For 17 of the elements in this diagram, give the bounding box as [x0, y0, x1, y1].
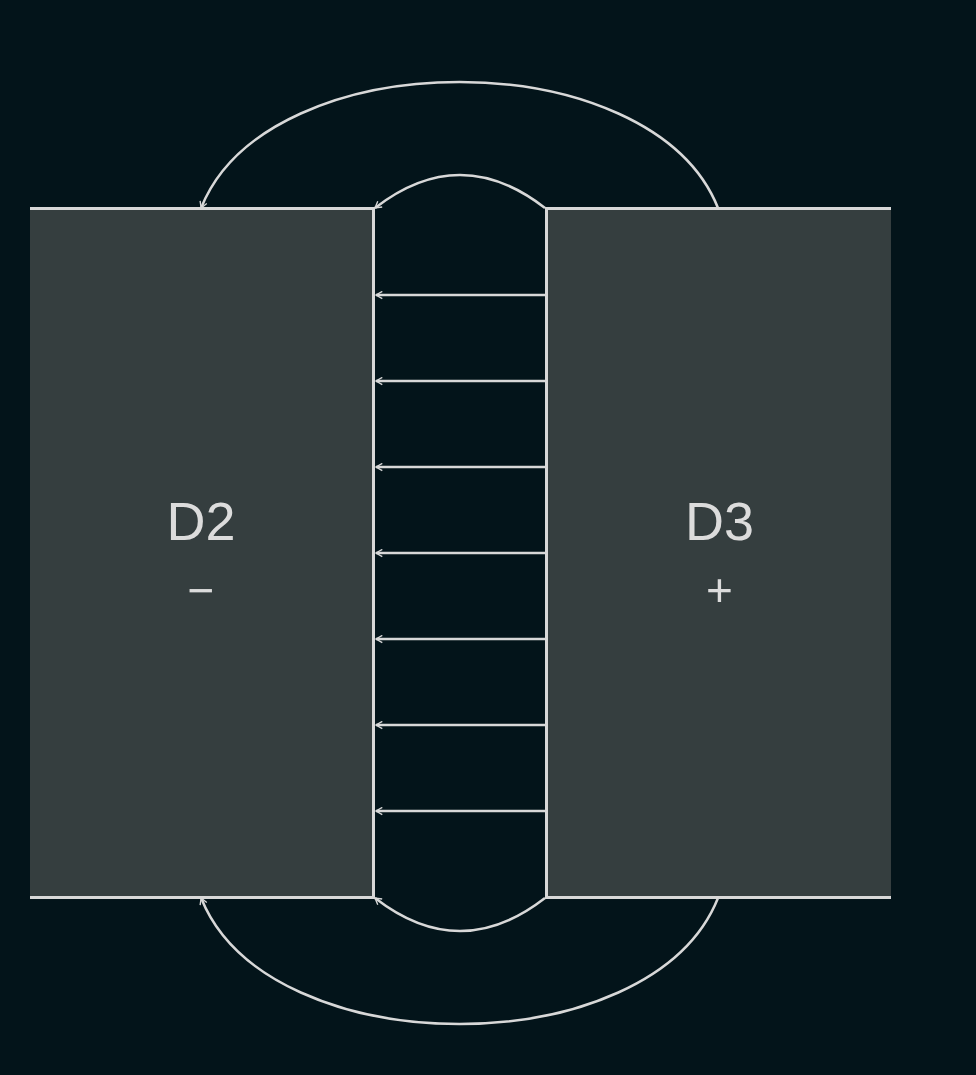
field-line-arrow	[200, 80, 720, 209]
field-line-arrow	[375, 720, 545, 730]
polarity-sign: −	[187, 565, 215, 616]
field-line-arrow	[375, 290, 545, 300]
field-line-arrow	[375, 634, 545, 644]
field-line-arrow	[374, 173, 546, 209]
capacitor-plate	[30, 207, 375, 899]
polarity-sign: +	[706, 565, 733, 616]
plate-label: D3	[685, 492, 754, 552]
field-line-arrow	[375, 806, 545, 816]
capacitor-plate	[545, 207, 891, 899]
field-line-arrow	[200, 897, 720, 1026]
plate-label: D2	[166, 492, 236, 552]
field-line-arrow	[374, 897, 546, 933]
field-line-arrow	[375, 548, 545, 558]
field-line-arrow	[375, 462, 545, 472]
field-line-arrow	[375, 376, 545, 386]
